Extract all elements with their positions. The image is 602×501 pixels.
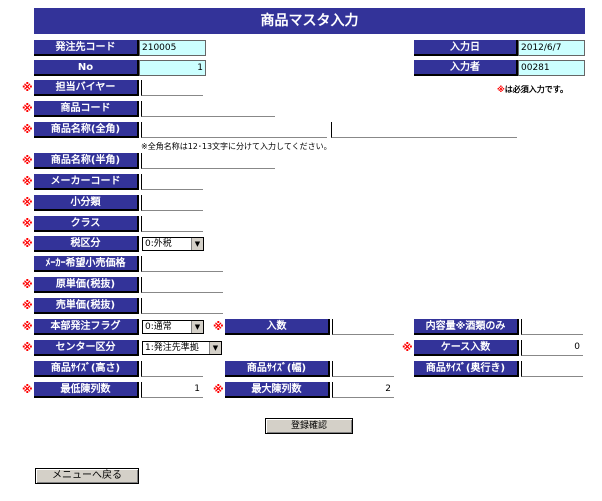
chevron-down-icon[interactable]: ▼ — [209, 342, 221, 354]
required-mark: ※ — [22, 278, 33, 291]
required-mark: ※ — [213, 383, 224, 396]
chevron-down-icon[interactable]: ▼ — [191, 238, 203, 250]
size-depth-label: 商品ｻｲｽﾞ(奥行き) — [414, 361, 519, 377]
back-to-menu-button[interactable]: メニューへ戻る — [35, 468, 139, 484]
center-category-label: センター区分 — [34, 340, 139, 356]
size-depth-input[interactable] — [521, 361, 583, 377]
required-mark: ※ — [22, 81, 33, 94]
tax-category-select[interactable]: 0:外税 ▼ — [142, 237, 204, 251]
maker-retail-price-input[interactable] — [141, 256, 223, 272]
required-mark: ※ — [22, 320, 33, 333]
selling-price-label: 売単価(税抜) — [34, 298, 139, 314]
page-title: 商品マスタ入力 — [34, 8, 585, 34]
size-width-input[interactable] — [332, 361, 394, 377]
no-value: 1 — [139, 60, 206, 76]
required-mark: ※ — [402, 341, 413, 354]
product-code-label: 商品コード — [34, 101, 139, 117]
size-height-input[interactable] — [141, 361, 203, 377]
no-label: No — [34, 60, 139, 76]
class-input[interactable] — [141, 216, 203, 232]
hq-order-flag-select[interactable]: 0:通常 ▼ — [142, 320, 204, 334]
required-mark: ※ — [22, 237, 33, 250]
entry-date-value: 2012/6/7 — [518, 40, 585, 56]
entry-user-value: 00281 — [518, 60, 585, 76]
max-display-input[interactable]: 2 — [332, 382, 394, 398]
product-name-full-label: 商品名称(全角) — [34, 122, 139, 138]
maker-retail-price-label: ﾒｰｶｰ希望小売価格 — [34, 256, 139, 272]
cost-price-label: 原単価(税抜) — [34, 277, 139, 293]
order-dest-value: 210005 — [139, 40, 206, 56]
required-mark: ※ — [22, 217, 33, 230]
entry-user-label: 入力者 — [414, 60, 518, 76]
sub-category-label: 小分類 — [34, 195, 139, 211]
class-label: クラス — [34, 216, 139, 232]
hq-order-flag-label: 本部発注フラグ — [34, 319, 139, 335]
maker-code-input[interactable] — [141, 174, 203, 190]
case-quantity-label: ケース入数 — [414, 340, 519, 356]
required-mark: ※ — [213, 320, 224, 333]
content-alcohol-input[interactable] — [521, 319, 583, 335]
product-name-note: ※全角名称は12･13文字に分けて入力してください。 — [141, 142, 332, 151]
required-mark: ※ — [22, 123, 33, 136]
selling-price-input[interactable] — [141, 298, 223, 314]
min-display-label: 最低陳列数 — [34, 382, 139, 398]
cost-price-input[interactable] — [141, 277, 223, 293]
sub-category-input[interactable] — [141, 195, 203, 211]
required-mark: ※ — [22, 196, 33, 209]
tax-category-label: 税区分 — [34, 236, 139, 252]
product-name-full-input-1[interactable] — [141, 122, 327, 138]
center-category-select[interactable]: 1:発注先準拠 ▼ — [142, 341, 222, 355]
required-mark: ※ — [22, 383, 33, 396]
case-quantity-input[interactable]: 0 — [521, 340, 583, 356]
size-width-label: 商品ｻｲｽﾞ(幅) — [225, 361, 330, 377]
required-note: ※は必須入力です。 — [497, 84, 568, 95]
required-note-mark: ※ — [497, 85, 505, 94]
required-mark: ※ — [22, 341, 33, 354]
quantity-label: 入数 — [225, 319, 330, 335]
max-display-label: 最大陳列数 — [225, 382, 330, 398]
required-mark: ※ — [22, 102, 33, 115]
center-category-value: 1:発注先準拠 — [145, 343, 199, 353]
product-code-input[interactable] — [141, 101, 275, 117]
chevron-down-icon[interactable]: ▼ — [191, 321, 203, 333]
quantity-input[interactable] — [332, 319, 394, 335]
buyer-label: 担当バイヤー — [34, 80, 139, 96]
buyer-input[interactable] — [141, 80, 203, 96]
order-dest-label: 発注先コード — [34, 40, 139, 56]
entry-date-label: 入力日 — [414, 40, 518, 56]
product-name-full-input-2[interactable] — [331, 122, 517, 138]
product-name-half-label: 商品名称(半角) — [34, 153, 139, 169]
size-height-label: 商品ｻｲｽﾞ(高さ) — [34, 361, 139, 377]
required-mark: ※ — [22, 299, 33, 312]
required-mark: ※ — [22, 175, 33, 188]
required-mark: ※ — [22, 154, 33, 167]
hq-order-flag-value: 0:通常 — [145, 322, 172, 332]
content-alcohol-label: 内容量※酒類のみ — [414, 319, 519, 335]
maker-code-label: メーカーコード — [34, 174, 139, 190]
register-confirm-button[interactable]: 登録確認 — [265, 418, 353, 434]
product-name-half-input[interactable] — [141, 153, 275, 169]
min-display-input[interactable]: 1 — [141, 382, 203, 398]
required-note-text: は必須入力です。 — [504, 85, 568, 94]
tax-category-value: 0:外税 — [145, 239, 172, 249]
